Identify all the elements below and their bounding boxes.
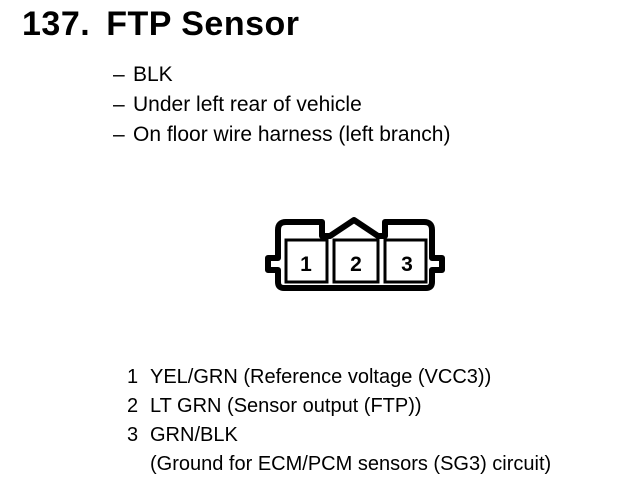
page-title: 137. FTP Sensor [22,5,300,44]
detail-color: –BLK [113,63,173,86]
section-number: 137. [22,5,91,43]
pin-item: 2 LT GRN (Sensor output (FTP)) [127,392,551,421]
pin-number: 3 [127,424,139,446]
terminal-3-label: 3 [401,253,413,276]
pin-wire: GRN/BLK [150,424,238,446]
detail-location: –Under left rear of vehicle [113,93,362,116]
pin-wire: YEL/GRN (Reference voltage (VCC3)) [150,366,492,388]
pin-item: 1 YEL/GRN (Reference voltage (VCC3)) [127,363,551,392]
pin-wire: LT GRN (Sensor output (FTP)) [150,395,422,417]
pin-number: 1 [127,366,139,388]
pin-number: 2 [127,395,139,417]
terminal-2-label: 2 [350,253,362,276]
connector-details: –BLK –Under left rear of vehicle –On flo… [113,60,450,150]
pin-item: 3 GRN/BLK (Ground for ECM/PCM sensors (S… [127,421,551,479]
component-name: FTP Sensor [106,5,300,43]
terminal-1-label: 1 [300,253,312,276]
connector-face-icon: 1 2 3 [265,217,445,291]
detail-harness: –On floor wire harness (left branch) [113,123,451,146]
pin-list: 1 YEL/GRN (Reference voltage (VCC3)) 2 L… [127,363,551,479]
pin-note: (Ground for ECM/PCM sensors (SG3) circui… [150,453,552,475]
